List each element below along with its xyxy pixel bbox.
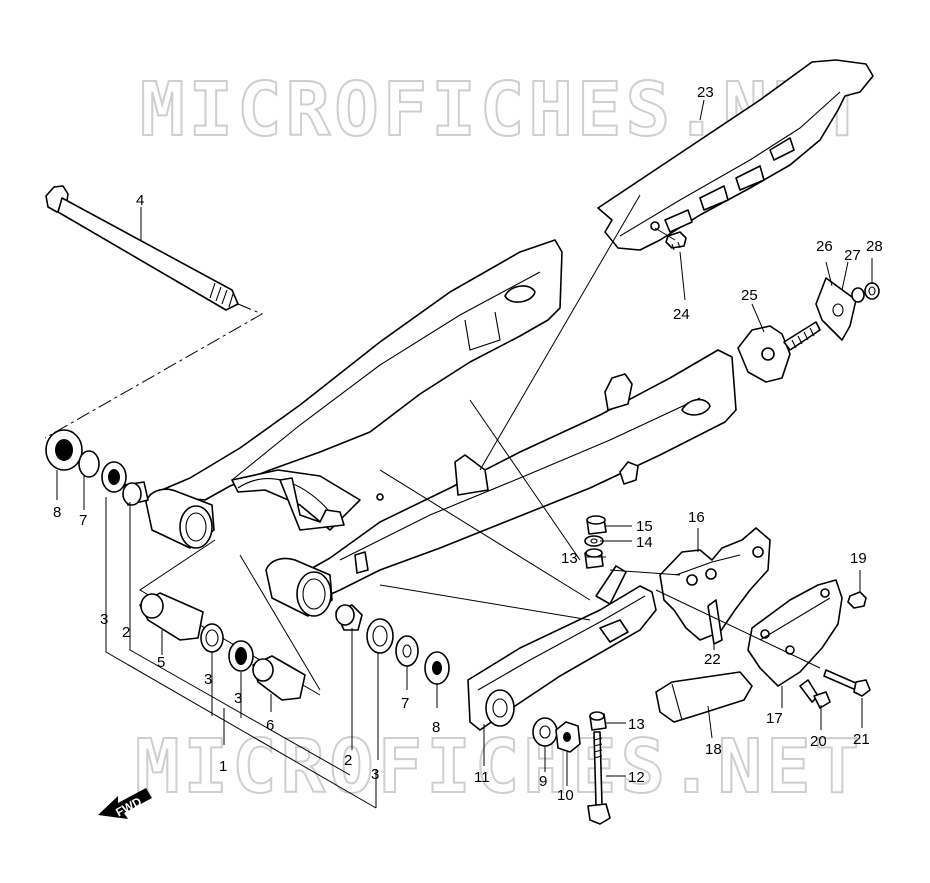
callout-4: 4 (136, 192, 144, 209)
callout-26: 26 (816, 238, 833, 255)
callout-13: 13 (628, 716, 645, 733)
callout-22: 22 (704, 651, 721, 668)
nut-10 (555, 721, 581, 753)
callout-5: 5 (157, 654, 165, 671)
group-line-1 (105, 497, 377, 809)
guide-line (655, 589, 821, 669)
leader (654, 227, 676, 241)
guide-line (469, 399, 581, 561)
callout-8: 8 (53, 504, 61, 521)
group-lines (211, 652, 242, 745)
callout-12: 12 (628, 769, 645, 786)
group-lines (351, 628, 379, 808)
chain-buffer (467, 565, 657, 731)
callout-24: 24 (673, 306, 690, 323)
callout-2: 2 (344, 752, 352, 769)
callout-3: 3 (234, 690, 242, 707)
callout-3: 3 (371, 766, 379, 783)
leader (479, 194, 641, 471)
callout-23: 23 (697, 84, 714, 101)
bolt-12 (587, 731, 611, 825)
callout-27: 27 (844, 247, 861, 264)
callout-8: 8 (432, 719, 440, 736)
callout-19: 19 (850, 550, 867, 567)
callout-10: 10 (557, 787, 574, 804)
group-line-2 (129, 502, 351, 776)
bolt-24 (665, 231, 687, 251)
bolt-20 (799, 679, 831, 709)
callout-11: 11 (474, 769, 490, 786)
callout-2: 2 (122, 624, 130, 641)
callout-17: 17 (766, 710, 783, 727)
callout-14: 14 (636, 534, 653, 551)
chain-adjuster (737, 277, 880, 383)
leader (56, 99, 873, 786)
left-bearing-stack (45, 429, 149, 506)
swingarm (145, 239, 737, 617)
callout-28: 28 (866, 238, 883, 255)
callout-7: 7 (79, 512, 87, 529)
callout-13: 13 (561, 550, 578, 567)
washer-9 (532, 717, 558, 747)
callout-9: 9 (539, 773, 547, 790)
chain-guard (597, 59, 874, 251)
center-bushings (139, 592, 450, 701)
guide-line (239, 554, 321, 691)
callout-21: 21 (853, 731, 870, 748)
pivot-bolt (45, 185, 239, 311)
callout-3: 3 (100, 611, 108, 628)
chain-slider (655, 671, 753, 723)
centerline-bolt (44, 303, 264, 439)
callout-3: 3 (204, 671, 212, 688)
guide-line (609, 569, 681, 576)
callout-20: 20 (810, 733, 827, 750)
callout-1: 1 (219, 758, 227, 775)
callout-25: 25 (741, 287, 758, 304)
watermark-bottom: MICROFICHES.NET (135, 724, 863, 810)
callout-16: 16 (688, 509, 705, 526)
callout-7: 7 (401, 695, 409, 712)
callout-6: 6 (266, 717, 274, 734)
guide-line (379, 469, 591, 601)
callout-18: 18 (705, 741, 722, 758)
guide-line (379, 584, 591, 621)
chain-guide-bracket (659, 527, 771, 645)
bolt-21 (823, 669, 871, 697)
spacer-stack (584, 515, 607, 731)
callout-15: 15 (636, 518, 653, 535)
bolt-19 (847, 591, 867, 609)
